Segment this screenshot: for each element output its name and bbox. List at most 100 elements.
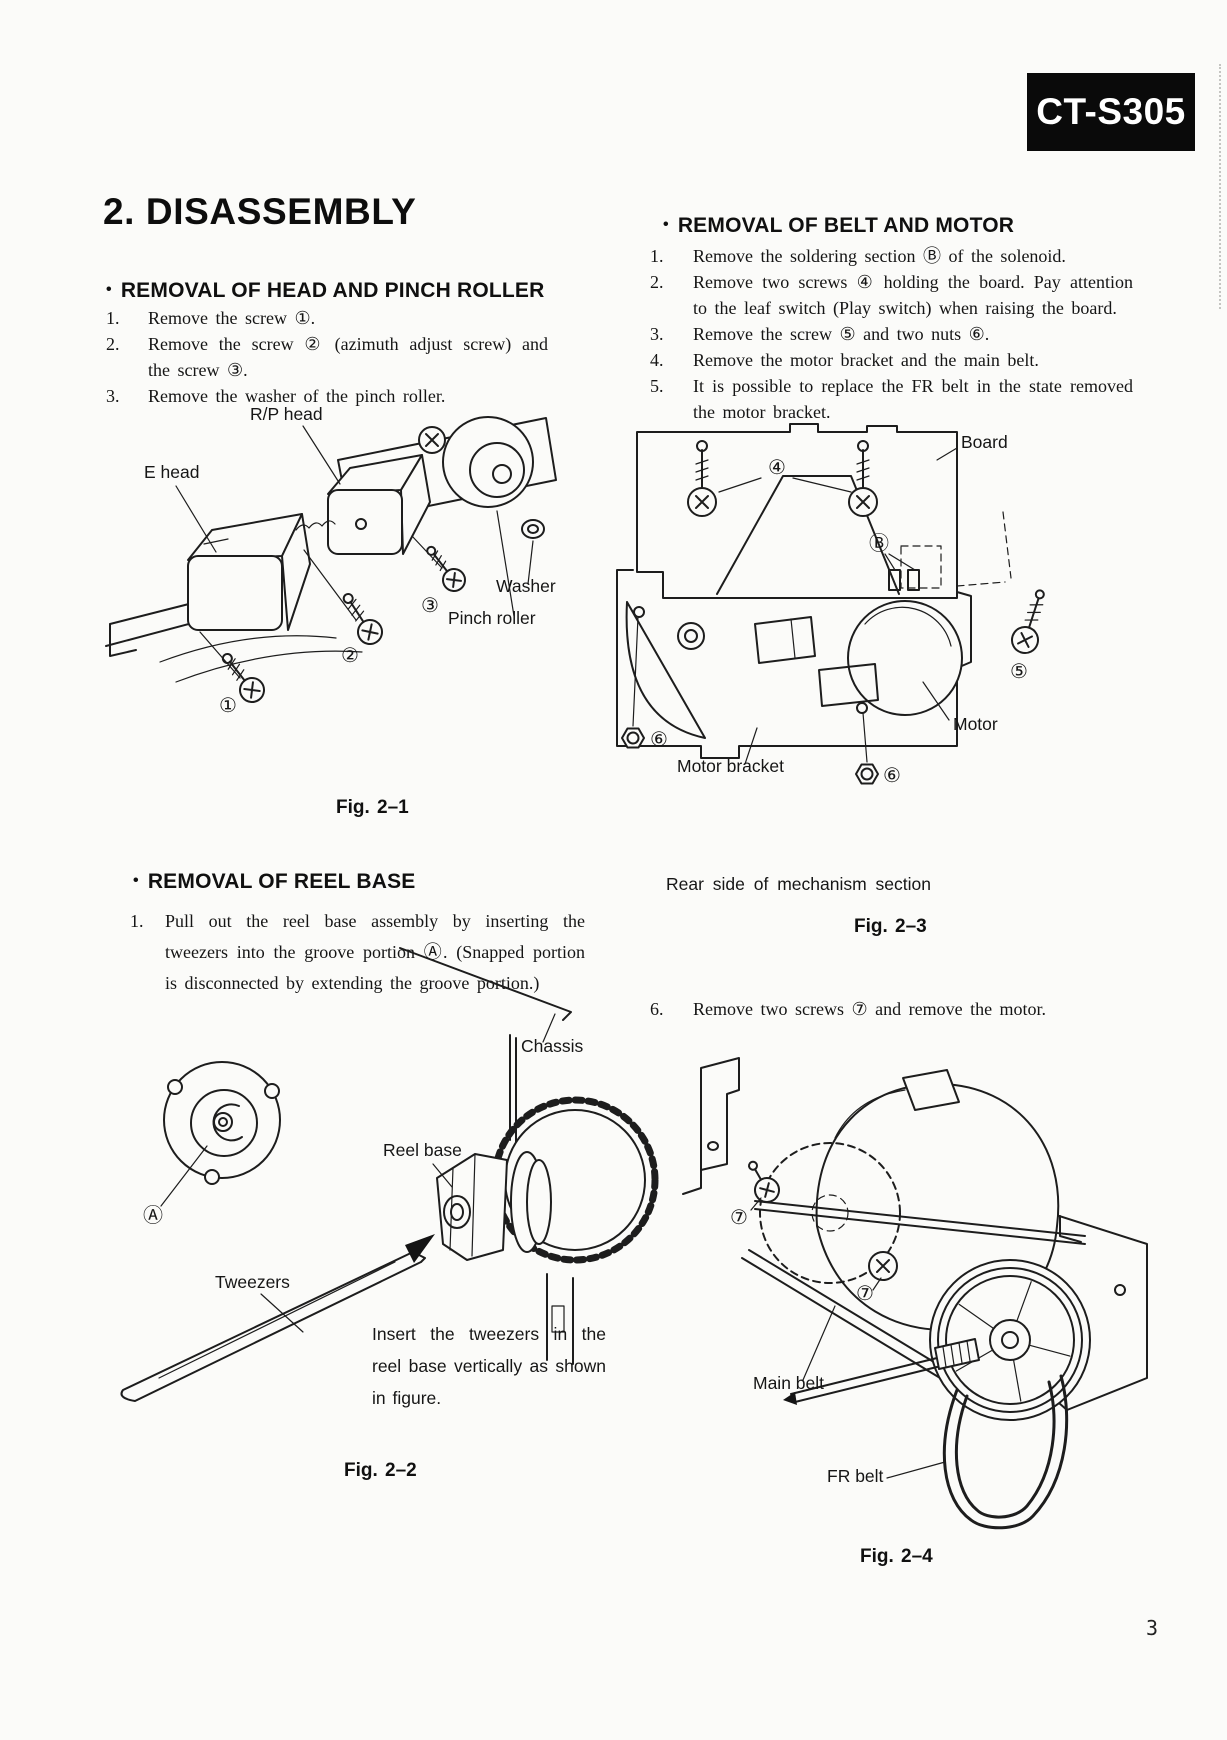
- flywheel: [929, 1259, 1091, 1421]
- step-number: 2.: [650, 272, 664, 292]
- step-number: 6.: [650, 999, 664, 1019]
- step-text: Remove the soldering section Ⓑ of the so…: [693, 246, 1066, 266]
- hidden-pulley: [759, 1142, 901, 1284]
- page-title: 2. DISASSEMBLY: [103, 191, 417, 232]
- fig-2-3-subcaption: Rear side of mechanism section: [666, 874, 931, 894]
- screw-5: [1011, 589, 1045, 654]
- fig-2-3-caption: Fig. 2–3: [854, 916, 927, 937]
- screw-7-bottom: [868, 1251, 898, 1281]
- insert-arrow-icon: [405, 1234, 435, 1263]
- nut-6-bottom: [855, 702, 879, 785]
- fig-2-3-drawing: Board Motor Motor bracket ④ Ⓑ ⑤ ⑥ ⑥: [616, 423, 1045, 787]
- fig-2-4-caption: Fig. 2–4: [860, 1546, 933, 1567]
- section-heading-text: REMOVAL OF BELT AND MOTOR: [677, 214, 1015, 237]
- step: 1. Remove the soldering section Ⓑ of the…: [650, 243, 1133, 269]
- belt-motor-steps: 1. Remove the soldering section Ⓑ of the…: [650, 243, 1133, 425]
- step-text: Pull out the reel base assembly by inser…: [165, 911, 585, 993]
- head-pinch-steps: 1. Remove the screw ①. 2. Remove the scr…: [106, 305, 548, 409]
- motor-shape: [847, 600, 963, 716]
- step: 1. Remove the screw ①.: [106, 305, 548, 331]
- circuit-board: [636, 423, 958, 599]
- leader-lines: [750, 1197, 946, 1479]
- label-e-head: E head: [144, 462, 199, 482]
- bracket-window-1: [754, 616, 816, 664]
- step: 2. Remove two screws ④ holding the board…: [650, 269, 1133, 321]
- model-badge-text: CT-S305: [1036, 91, 1186, 132]
- chassis-lines: [399, 947, 574, 1365]
- fig-2-2-caption: Fig. 2–2: [344, 1460, 417, 1481]
- callout-1: ①: [219, 693, 237, 717]
- callout-3: ③: [421, 593, 439, 617]
- screw-3: [426, 545, 466, 592]
- step-text: Remove two screws ④ holding the board. P…: [693, 272, 1133, 318]
- page-number: 3: [1146, 1616, 1159, 1640]
- callout-6-bottom: ⑥: [883, 763, 901, 787]
- bullet-icon: •: [133, 872, 139, 889]
- fig-2-4-drawing: Main belt FR belt ⑦ ⑦: [682, 1057, 1148, 1530]
- label-board: Board: [961, 432, 1008, 452]
- plate-screw: [418, 426, 446, 454]
- bullet-icon: •: [106, 281, 112, 298]
- fig-2-1-caption: Fig. 2–1: [336, 797, 409, 818]
- step-text: Remove the motor bracket and the main be…: [693, 350, 1039, 370]
- step: 4. Remove the motor bracket and the main…: [650, 347, 1133, 373]
- model-badge: CT-S305: [1027, 73, 1195, 151]
- label-pinch-roller: Pinch roller: [448, 608, 536, 628]
- label-fr-belt: FR belt: [827, 1466, 884, 1486]
- screw-2: [342, 592, 383, 645]
- board-cutout: [716, 475, 900, 595]
- step-text: Remove the screw ①.: [148, 308, 316, 328]
- step-number: 3.: [106, 386, 120, 406]
- step-number: 1.: [650, 246, 664, 266]
- bullet-icon: •: [663, 216, 669, 233]
- section-heading-text: REMOVAL OF HEAD AND PINCH ROLLER: [120, 279, 545, 302]
- step-text: Remove the screw ② (azimuth adjust screw…: [148, 334, 548, 380]
- callout-6-left: ⑥: [650, 727, 668, 751]
- fig-2-2-note: Insert the tweezers in the reel base ver…: [372, 1324, 606, 1408]
- leader-lines: [160, 1013, 556, 1333]
- rp-head-block: [327, 454, 431, 555]
- label-tweezers: Tweezers: [215, 1272, 290, 1292]
- section-heading-belt-motor: • REMOVAL OF BELT AND MOTOR: [663, 214, 1014, 238]
- pinch-roller: [442, 416, 534, 508]
- reel-base-steps: 1. Pull out the reel base assembly by in…: [130, 906, 585, 999]
- step: 3. Remove the screw ⑤ and two nuts ⑥.: [650, 321, 1133, 347]
- step-number: 1.: [130, 911, 144, 931]
- reel-base-assembly: [436, 1151, 552, 1261]
- step-text: It is possible to replace the FR belt in…: [693, 376, 1133, 422]
- motor-mount-bracket: [682, 1057, 740, 1195]
- section-heading-reel-base: •REMOVAL OF REEL BASE: [133, 870, 416, 894]
- step: 5. It is possible to replace the FR belt…: [650, 373, 1133, 425]
- section-heading-head-pinch: • REMOVAL OF HEAD AND PINCH ROLLER: [106, 279, 545, 303]
- washer-ring: [521, 519, 545, 539]
- e-head-block: [187, 513, 311, 631]
- screw-1: [221, 652, 265, 703]
- step-number: 3.: [650, 324, 664, 344]
- step-number: 2.: [106, 334, 120, 354]
- label-washer: Washer: [496, 576, 556, 596]
- capstan-shaft: [783, 1338, 980, 1405]
- callout-7-top: ⑦: [730, 1205, 748, 1229]
- step: 3. Remove the washer of the pinch roller…: [106, 383, 548, 409]
- label-main-belt: Main belt: [753, 1373, 824, 1393]
- leader-lines: [718, 447, 958, 765]
- screw-4-right: [848, 440, 878, 517]
- leader-lines: [175, 425, 534, 679]
- screw-4-left: [687, 440, 717, 517]
- motor-bracket-shape: [616, 569, 972, 759]
- reel-hub-top-view: [163, 1061, 281, 1185]
- label-chassis: Chassis: [521, 1036, 583, 1056]
- step: 2. Remove the screw ② (azimuth adjust sc…: [106, 331, 548, 383]
- callout-5: ⑤: [1010, 659, 1028, 683]
- step: 6. Remove two screws ⑦ and remove the mo…: [650, 996, 1133, 1022]
- bracket-window-2: [818, 663, 879, 707]
- label-motor-bracket: Motor bracket: [677, 756, 784, 776]
- scan-artifact-line: [1219, 64, 1221, 309]
- fig-2-2-drawing: Chassis Reel base Tweezers Ⓐ: [120, 947, 659, 1402]
- screw-7-top: [748, 1160, 780, 1203]
- step-number: 4.: [650, 350, 664, 370]
- label-reel-base: Reel base: [383, 1140, 462, 1160]
- step-number: 5.: [650, 376, 664, 396]
- callout-4: ④: [768, 455, 786, 479]
